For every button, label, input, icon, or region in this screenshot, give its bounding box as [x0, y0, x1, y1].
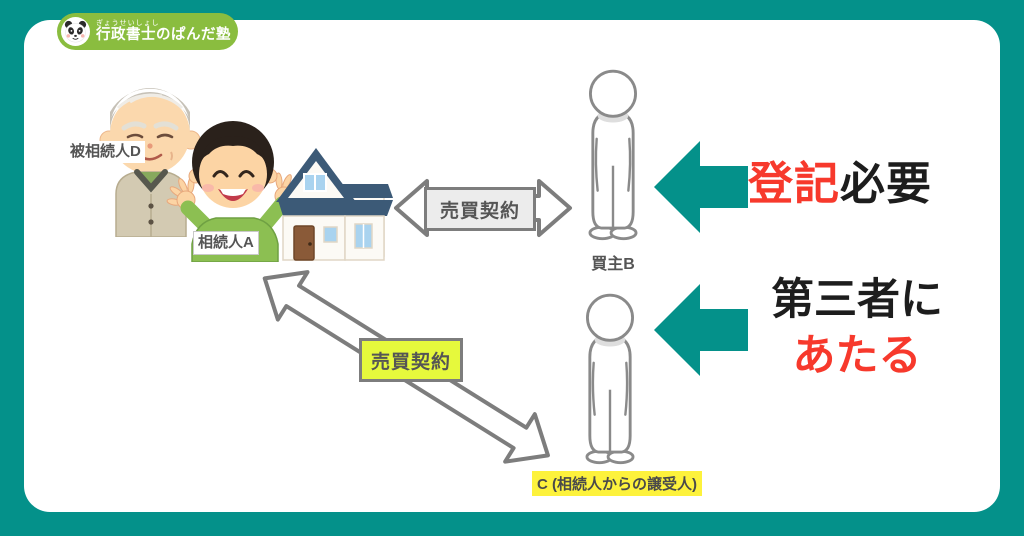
panda-icon	[61, 17, 90, 46]
sale-contract-label-top: 売買契約	[424, 187, 536, 231]
registration-annotation: 登記必要	[748, 147, 932, 212]
logo-furigana: ぎょうせいしょし	[96, 20, 160, 28]
logo-badge: ぎょうせいしょし 行政書士のぱんだ塾	[57, 13, 238, 50]
heir-label: 相続人A	[193, 231, 259, 255]
logo-text: ぎょうせいしょし 行政書士のぱんだ塾	[96, 20, 231, 43]
teal-arrow-icon-bottom	[654, 282, 748, 383]
registration-annotation-black: 必要	[840, 158, 933, 209]
sale-contract-label-bottom: 売買契約	[359, 338, 463, 382]
registration-annotation-red: 登記	[748, 158, 841, 209]
house-illustration	[276, 146, 394, 269]
decedent-label: 被相続人D	[66, 141, 145, 163]
logo-title: 行政書士のぱんだ塾	[96, 27, 231, 44]
third-party-annotation-red: あたる	[792, 332, 922, 380]
buyer-label: 買主B	[591, 256, 635, 273]
teal-arrow-icon-top	[654, 139, 748, 240]
transferee-figure-illustration	[562, 288, 658, 483]
transferee-label: C (相続人からの譲受人)	[532, 471, 702, 496]
third-party-annotation: 第三者に あたる	[752, 272, 962, 384]
buyer-figure-illustration	[565, 64, 661, 259]
third-party-annotation-black: 第三者に	[771, 276, 943, 324]
